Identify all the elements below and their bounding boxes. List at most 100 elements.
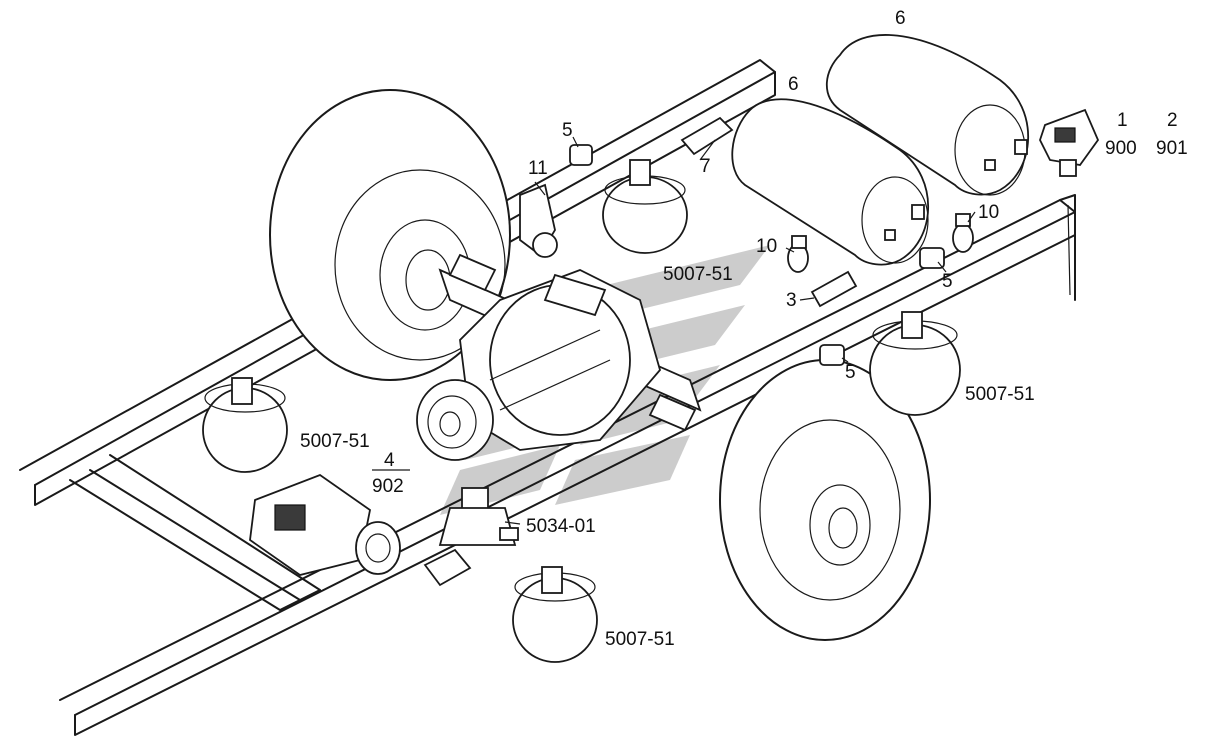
leader-10-right bbox=[967, 211, 976, 223]
air-spring-right bbox=[869, 311, 961, 416]
tank-upper-fitting bbox=[1014, 139, 1028, 155]
fitting-7-body bbox=[680, 116, 734, 156]
label-5007-bottom: 5007-51 bbox=[605, 629, 675, 650]
pinion-flange-inner bbox=[427, 395, 477, 449]
air-spring-upper-body bbox=[602, 176, 688, 254]
valve-900-901 bbox=[1039, 108, 1100, 177]
leader-11 bbox=[534, 181, 546, 196]
valve-5034-side bbox=[499, 527, 519, 541]
label-1: 1 bbox=[1117, 110, 1128, 131]
label-902: 902 bbox=[372, 476, 404, 497]
rail-end-cap bbox=[1059, 194, 1076, 301]
fitting-10-right bbox=[952, 213, 974, 253]
pinion-flange-center bbox=[439, 411, 461, 437]
valve-900-port bbox=[1059, 159, 1077, 177]
fitting-11-elbow bbox=[532, 232, 558, 258]
rail-end-line bbox=[1067, 204, 1071, 296]
air-spring-bottom bbox=[512, 566, 598, 663]
fitting-11 bbox=[519, 183, 558, 258]
watermark-stripe-5 bbox=[555, 435, 690, 505]
fitting-10-right-ring bbox=[952, 223, 974, 253]
air-spring-upper bbox=[602, 159, 688, 254]
fitting-5-right-body bbox=[919, 247, 945, 269]
valve-902 bbox=[249, 473, 401, 576]
leader-lines bbox=[372, 136, 976, 525]
leader-5-mid bbox=[841, 357, 849, 363]
label-5007-right: 5007-51 bbox=[965, 384, 1035, 405]
wheel-right-hub bbox=[809, 484, 871, 566]
axle-mount-right bbox=[648, 393, 697, 432]
fitting-5-upper-body bbox=[569, 144, 593, 166]
label-5007-upper: 5007-51 bbox=[663, 264, 733, 285]
diff-rib-1 bbox=[489, 329, 601, 381]
wheel-right bbox=[719, 359, 931, 641]
label-11: 11 bbox=[528, 158, 548, 179]
valve-5034-fitting bbox=[423, 548, 472, 587]
air-spring-bottom-bracket bbox=[541, 566, 563, 594]
valve-5034-cap bbox=[461, 487, 489, 511]
valve-902-body bbox=[249, 473, 371, 576]
wheel-right-center bbox=[828, 507, 858, 549]
air-spring-left bbox=[202, 377, 288, 473]
cross-member-edge bbox=[69, 479, 301, 611]
label-6-top: 6 bbox=[895, 8, 906, 29]
label-4: 4 bbox=[384, 450, 395, 471]
label-901: 901 bbox=[1156, 138, 1188, 159]
label-3: 3 bbox=[786, 290, 797, 311]
fitting-3 bbox=[810, 270, 858, 308]
leader-3 bbox=[799, 297, 815, 301]
valve-902-block bbox=[274, 504, 306, 531]
label-6-mid: 6 bbox=[788, 74, 799, 95]
tank-lower-port bbox=[884, 229, 896, 241]
air-tank-lower bbox=[731, 98, 930, 266]
valve-902-port bbox=[355, 521, 401, 575]
label-10-right: 10 bbox=[978, 202, 999, 223]
valve-900-block bbox=[1054, 127, 1076, 143]
labels: 6 6 1 2 900 901 5 11 7 10 10 5 5007-51 3… bbox=[300, 8, 1188, 650]
fitting-7 bbox=[680, 116, 734, 156]
fitting-10-left-nut bbox=[791, 235, 807, 249]
wheel-left-outer bbox=[269, 89, 511, 381]
fitting-10-right-nut bbox=[955, 213, 971, 227]
valve-902-port-inner bbox=[365, 533, 391, 563]
fitting-5-mid bbox=[819, 344, 845, 366]
fitting-10-left bbox=[787, 235, 809, 273]
air-tank-upper bbox=[825, 34, 1030, 196]
leader-5-upper bbox=[572, 136, 579, 148]
label-5-right: 5 bbox=[942, 271, 953, 292]
tank-lower-body bbox=[731, 98, 930, 266]
wheel-left-rim bbox=[334, 169, 506, 361]
differential-top-plate bbox=[543, 273, 607, 317]
leader-5034 bbox=[504, 521, 521, 525]
air-spring-left-bracket bbox=[231, 377, 253, 405]
cross-member bbox=[89, 454, 321, 601]
label-10-left: 10 bbox=[756, 236, 777, 257]
pinion-flange bbox=[416, 379, 494, 461]
fitting-5-mid-body bbox=[819, 344, 845, 366]
leader-5-right bbox=[937, 261, 947, 273]
valve-5034 bbox=[423, 487, 519, 587]
fitting-5-upper bbox=[569, 144, 593, 166]
fitting-3-body bbox=[810, 270, 858, 308]
label-2: 2 bbox=[1167, 110, 1178, 131]
air-spring-upper-bracket bbox=[629, 159, 651, 186]
tank-lower-fitting bbox=[911, 204, 925, 220]
label-7: 7 bbox=[700, 156, 711, 177]
wheel-right-rim bbox=[759, 419, 901, 601]
leader-10-left bbox=[785, 247, 795, 253]
differential bbox=[416, 269, 661, 461]
fitting-5-right bbox=[919, 247, 945, 269]
label-5007-left: 5007-51 bbox=[300, 431, 370, 452]
air-spring-right-bracket bbox=[901, 311, 923, 339]
tank-upper-body bbox=[825, 34, 1030, 196]
axle-mount-left bbox=[448, 253, 497, 292]
tank-lower-end bbox=[861, 176, 929, 264]
label-5-upper: 5 bbox=[562, 120, 573, 141]
leader-7 bbox=[699, 139, 716, 161]
wheel-left bbox=[269, 89, 511, 381]
diff-rib-2 bbox=[499, 359, 611, 411]
label-900: 900 bbox=[1105, 138, 1137, 159]
valve-5034-body bbox=[438, 507, 517, 546]
